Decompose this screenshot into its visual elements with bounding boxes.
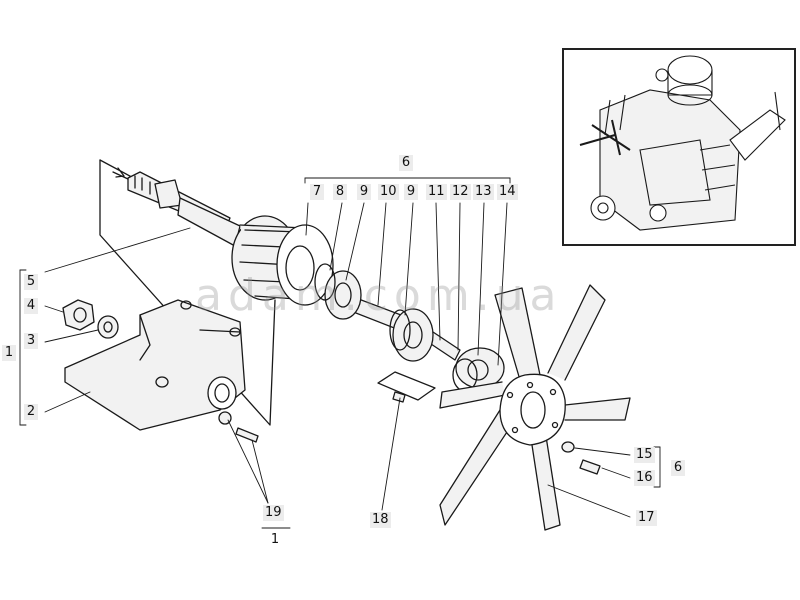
callout-7: 7	[310, 184, 324, 200]
callout-4: 4	[24, 298, 38, 314]
bracket-icon	[64, 299, 246, 431]
callout-14: 14	[497, 184, 518, 200]
callout-17: 17	[636, 510, 657, 526]
leader-lines	[19, 177, 661, 529]
callout-5: 5	[24, 274, 38, 290]
fan-bolt-icon	[561, 441, 601, 475]
key-icon	[377, 371, 436, 403]
callout-6-top: 6	[399, 155, 413, 171]
callout-6-right: 6	[671, 460, 685, 476]
callout-15: 15	[634, 447, 655, 463]
bearing-right-icon	[389, 308, 434, 362]
callout-11: 11	[426, 184, 447, 200]
engine-icon	[562, 48, 796, 246]
callout-2: 2	[24, 404, 38, 420]
callout-9b: 9	[404, 184, 418, 200]
washer-icon	[97, 315, 119, 339]
callout-19: 19	[263, 505, 284, 521]
callout-9a: 9	[357, 184, 371, 200]
callout-1: 1	[2, 345, 16, 361]
callout-3: 3	[24, 333, 38, 349]
callout-19-sub: 1	[270, 532, 280, 547]
fan-blade-icon	[439, 284, 631, 531]
watermark-text: adam.com.ua	[195, 270, 563, 321]
nut-icon	[62, 299, 95, 331]
callout-12: 12	[450, 184, 471, 200]
callout-13: 13	[473, 184, 494, 200]
bolt-stud-icon	[218, 411, 259, 443]
pulley-icon	[231, 215, 334, 306]
callout-16: 16	[634, 470, 655, 486]
callout-18: 18	[370, 512, 391, 528]
bearing-left-icon	[314, 263, 362, 320]
callout-8: 8	[333, 184, 347, 200]
callout-10: 10	[378, 184, 399, 200]
